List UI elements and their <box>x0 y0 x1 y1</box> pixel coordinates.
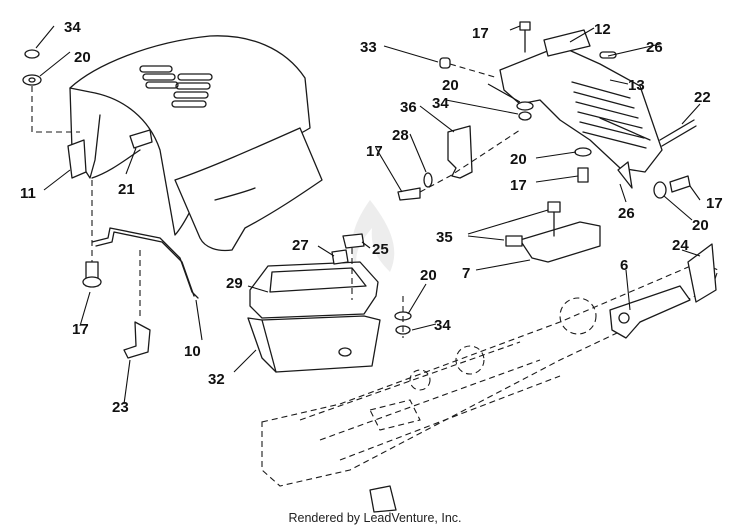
callout-26-top: 26 <box>646 39 663 56</box>
callout-17-hinge-bolt: 17 <box>72 321 89 338</box>
rail-6 <box>609 285 691 339</box>
callout-20-tray-washer: 20 <box>420 267 437 284</box>
callout-35: 35 <box>436 229 453 246</box>
bracket-7 <box>505 201 601 263</box>
callout-20-grille-washer: 20 <box>442 77 459 94</box>
dash-bracket <box>397 125 521 201</box>
watermark-logo <box>351 200 395 275</box>
callout-33: 33 <box>360 39 377 56</box>
callout-27: 27 <box>292 237 309 254</box>
plate-24 <box>687 243 717 303</box>
callout-20-dash-washer: 20 <box>510 151 527 168</box>
hood-bracket <box>129 129 153 149</box>
callout-7: 7 <box>462 265 470 282</box>
grille-assembly <box>439 21 697 199</box>
callout-13: 13 <box>628 77 645 94</box>
callout-20-right-washer: 20 <box>692 217 709 234</box>
tray-hardware <box>394 296 412 338</box>
callout-34-grille-nut: 34 <box>432 95 449 112</box>
callout-22: 22 <box>694 89 711 106</box>
callout-21: 21 <box>118 181 135 198</box>
hood-hinge-rod <box>82 180 199 359</box>
callout-36: 36 <box>400 99 417 116</box>
callout-32: 32 <box>208 371 225 388</box>
callout-28: 28 <box>392 127 409 144</box>
callout-10: 10 <box>184 343 201 360</box>
callout-20-hood-washer: 20 <box>74 49 91 66</box>
callout-25: 25 <box>372 241 389 258</box>
callout-34-tray-nut: 34 <box>434 317 451 334</box>
callout-labels: 34 20 11 21 17 10 23 33 17 12 26 13 20 3… <box>20 19 723 416</box>
callout-11: 11 <box>20 185 36 202</box>
callout-17-bracket-bolt: 17 <box>366 143 383 160</box>
callout-24: 24 <box>672 237 689 254</box>
callout-23: 23 <box>112 399 129 416</box>
hood <box>67 35 323 252</box>
hood-vents <box>139 65 213 108</box>
callout-29: 29 <box>226 275 243 292</box>
hood-bumper <box>67 139 87 179</box>
callout-17-right-bolt: 17 <box>706 195 723 212</box>
render-credit: Rendered by LeadVenture, Inc. <box>288 511 462 525</box>
callout-26-lower: 26 <box>618 205 635 222</box>
callout-17-top-bolt: 17 <box>472 25 489 42</box>
hood-hardware <box>22 49 80 133</box>
battery-box <box>247 233 381 373</box>
leader-lines <box>35 25 701 405</box>
callout-6: 6 <box>620 257 628 274</box>
callout-34-hood-nut: 34 <box>64 19 81 36</box>
frame <box>261 243 719 513</box>
callout-12: 12 <box>594 21 611 38</box>
callout-17-dash-bolt: 17 <box>510 177 527 194</box>
